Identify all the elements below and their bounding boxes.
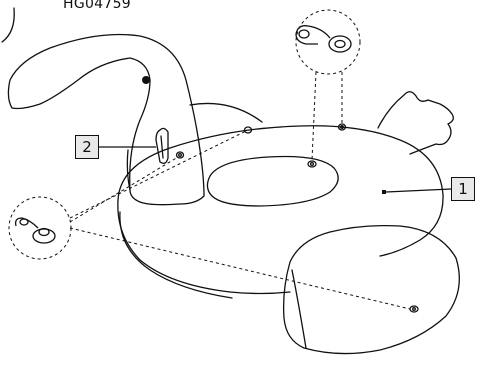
- handle-inner: [160, 135, 164, 159]
- valve-detail-circle-left: [8, 196, 72, 260]
- callout-1-marker: [382, 190, 386, 194]
- callout-2: 2: [75, 135, 99, 159]
- valve-wing-core: [412, 307, 416, 311]
- page-corner-arc: [1, 7, 15, 43]
- handle: [155, 127, 169, 164]
- detail-left-line-a: [69, 156, 179, 223]
- valve-body-top-core: [340, 125, 344, 129]
- valve-back: [243, 126, 253, 134]
- valve-ring-top: [307, 160, 317, 168]
- valve-ring-top-core: [309, 161, 315, 167]
- valve-body-top: [337, 123, 347, 131]
- callout-1-leader: [385, 188, 452, 193]
- neck-crease: [126, 149, 131, 191]
- model-code: HG04759: [63, 0, 132, 12]
- detail-left-line-c: [69, 227, 411, 310]
- right-wing: [282, 224, 460, 355]
- valve-neck-core: [178, 153, 182, 157]
- callout-1: 1: [451, 177, 475, 201]
- valve-wing: [409, 305, 419, 313]
- valve-detail-icon-left: [14, 217, 56, 244]
- detail-top-line-a: [311, 71, 317, 161]
- valve-detail-circle-top: [295, 9, 361, 75]
- flamingo-neck-head: [7, 33, 205, 206]
- right-wing-fold: [291, 269, 307, 349]
- valve-detail-icon-top: [295, 25, 352, 53]
- body-side-seam: [119, 211, 233, 299]
- tail-feathers: [377, 91, 454, 155]
- ring-hole: [206, 155, 339, 207]
- back-fin: [189, 102, 263, 123]
- detail-left-line-b: [69, 130, 247, 219]
- inflatable-ring-body: [117, 125, 444, 257]
- flamingo-eye: [142, 76, 150, 84]
- body-lower-seam: [117, 199, 291, 295]
- valve-neck: [175, 151, 185, 159]
